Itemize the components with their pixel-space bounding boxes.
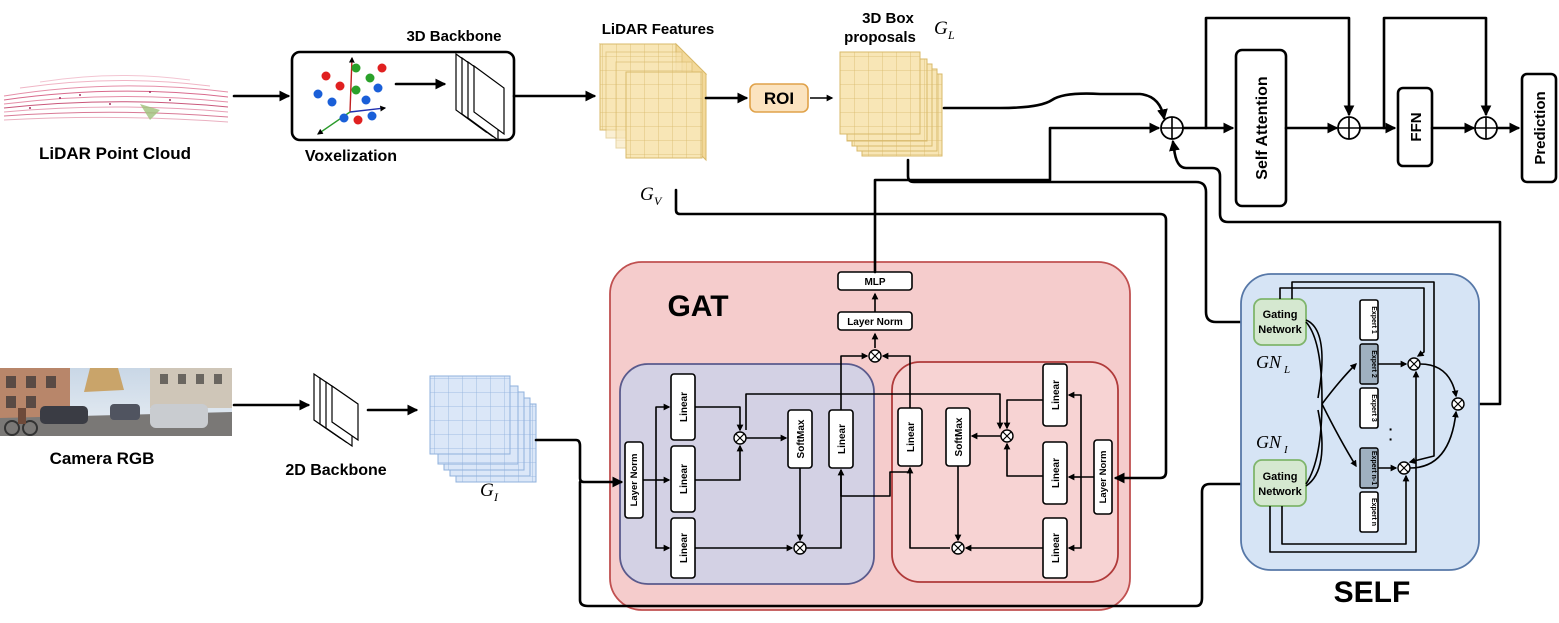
prediction-box	[1520, 72, 1558, 184]
svg-text:I: I	[1283, 444, 1289, 456]
gating-network-bottom-label-2: Network	[1258, 486, 1302, 498]
gat-right-softmax-label: SoftMax	[954, 417, 965, 456]
box-proposals-label-line2: proposals	[844, 29, 916, 46]
multiply-icon	[733, 431, 747, 445]
lidar-features-cube	[598, 42, 708, 162]
expert-3-box	[1359, 387, 1379, 429]
g-v-math-label: G V	[640, 184, 663, 208]
plus-icon	[1337, 116, 1361, 140]
gat-left-layer-norm-label: Layer Norm	[629, 454, 640, 507]
expert-3-label: Expert 3	[1370, 394, 1377, 422]
gat-right-linear-2-box	[1042, 363, 1068, 427]
expert-1-box	[1359, 299, 1379, 341]
3d-backbone-stack-icon	[455, 52, 505, 142]
multiply-icon	[1397, 461, 1411, 475]
2d-backbone-stack-icon	[313, 372, 359, 448]
lidar-point-cloud-label: LiDAR Point Cloud	[39, 144, 191, 163]
svg-text:GN: GN	[1256, 432, 1282, 452]
expert-n-label: Expert n	[1370, 498, 1377, 526]
gat-left-linear-2-box	[670, 445, 696, 513]
gat-right-layer-norm-label: Layer Norm	[1098, 451, 1109, 504]
svg-text:G: G	[934, 18, 948, 39]
g-l-math-label: G L	[934, 18, 955, 42]
gat-top-layer-norm-label: Layer Norm	[847, 317, 903, 328]
svg-text:L: L	[1283, 364, 1290, 376]
expert-ellipsis-dot-1: ·	[1389, 421, 1394, 437]
expert-2-label: Expert 2	[1370, 350, 1377, 378]
svg-text:V: V	[654, 194, 663, 208]
roi-label: ROI	[764, 89, 794, 108]
multiply-icon	[868, 349, 882, 363]
multiply-icon	[793, 541, 807, 555]
svg-text:I: I	[493, 490, 499, 504]
voxel-axes-icon	[313, 56, 387, 135]
gating-network-bottom-label-1: Gating	[1263, 471, 1298, 483]
multiply-icon	[1451, 397, 1465, 411]
gat-title: GAT	[667, 290, 728, 323]
multiply-icon	[1407, 357, 1421, 371]
gat-right-branch	[891, 361, 1119, 583]
gat-left-wires	[643, 352, 1004, 552]
gat-left-linear-4-label: Linear	[837, 424, 848, 454]
gat-right-linear-3-box	[1042, 441, 1068, 505]
camera-rgb-label: Camera RGB	[50, 449, 155, 468]
gat-right-wires	[881, 352, 1094, 552]
roi-box	[749, 83, 809, 113]
plus-icon	[1474, 116, 1498, 140]
multiply-icon	[1000, 429, 1014, 443]
voxelization-label: Voxelization	[305, 148, 397, 165]
gating-network-bottom-box	[1253, 459, 1307, 507]
ffn-label: FFN	[1408, 112, 1425, 141]
self-title: SELF	[1334, 576, 1411, 609]
box-proposals-stack	[839, 51, 943, 157]
self-wires	[1269, 281, 1459, 553]
expert-ellipsis-dot-2: ·	[1389, 431, 1394, 447]
3d-backbone-label: 3D Backbone	[406, 28, 501, 45]
gn-l-math-label: GN L	[1256, 352, 1290, 376]
svg-text:GN: GN	[1256, 352, 1282, 372]
camera-features-stack	[429, 375, 537, 483]
main-wires	[534, 16, 1521, 608]
gat-right-linear-1-label: Linear	[906, 422, 917, 452]
mlp-label: MLP	[864, 277, 885, 288]
gat-right-linear-2-label: Linear	[1051, 380, 1062, 410]
prediction-label: Prediction	[1532, 91, 1549, 164]
plus-icon	[1160, 116, 1184, 140]
lidar-features-label: LiDAR Features	[602, 21, 715, 38]
expert-n-1-label: Expert n-1	[1370, 451, 1377, 485]
lidar-point-cloud-image	[0, 60, 232, 140]
gating-network-top-label-1: Gating	[1263, 309, 1298, 321]
gating-network-top-label-2: Network	[1258, 324, 1302, 336]
gn-i-math-label: GN I	[1256, 432, 1289, 456]
multiply-icon	[951, 541, 965, 555]
camera-rgb-image	[0, 368, 232, 436]
self-attention-label: Self Attention	[1254, 76, 1271, 179]
g-i-math-label: G I	[480, 480, 499, 504]
box-proposals-label-line1: 3D Box	[862, 10, 914, 27]
svg-text:G: G	[480, 480, 494, 501]
gat-left-linear-1-label: Linear	[679, 392, 690, 422]
gat-left-softmax-label: SoftMax	[796, 419, 807, 458]
expert-1-label: Expert 1	[1370, 306, 1377, 334]
gat-right-linear-3-label: Linear	[1051, 458, 1062, 488]
svg-text:G: G	[640, 184, 654, 205]
gating-network-top-box	[1253, 298, 1307, 346]
gat-left-linear-3-label: Linear	[679, 533, 690, 563]
gat-right-linear-4-label: Linear	[1051, 533, 1062, 563]
expert-n-box	[1359, 491, 1379, 533]
2d-backbone-label: 2D Backbone	[285, 462, 386, 479]
gat-left-linear-2-label: Linear	[679, 464, 690, 494]
gat-left-branch	[619, 363, 875, 585]
svg-text:L: L	[947, 28, 955, 42]
